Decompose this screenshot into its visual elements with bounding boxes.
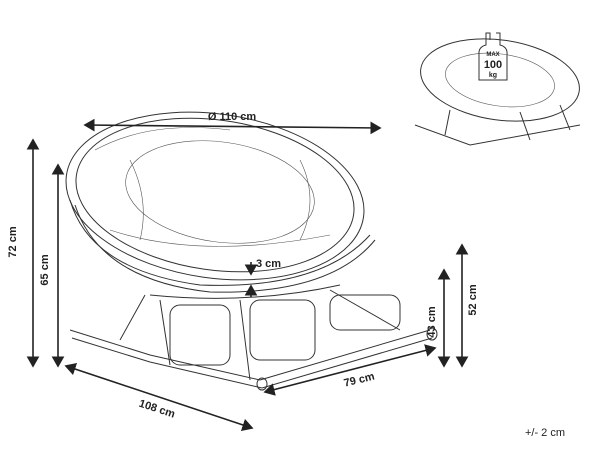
rocking-chair-drawing	[65, 111, 438, 391]
total-height-label: 72 cm	[7, 226, 19, 257]
armrest-height-label: 52 cm	[467, 284, 479, 315]
diameter-arrow	[83, 118, 382, 135]
weight-icon	[478, 32, 508, 81]
tolerance-label: +/- 2 cm	[525, 427, 565, 439]
depth-label: 79 cm	[343, 370, 376, 389]
length-arrow	[64, 362, 254, 432]
cushion-thickness-label: 3 cm	[256, 258, 281, 270]
weight-value-label: 100	[484, 59, 502, 71]
thumbnail-chair-drawing: MAX 100 kg	[414, 32, 581, 146]
depth-arrow	[263, 344, 437, 396]
diameter-label: Ø 110 cm	[208, 111, 257, 123]
weight-unit-label: kg	[489, 72, 497, 79]
seat-height-label: 43 cm	[426, 306, 438, 337]
weight-max-label: MAX	[486, 52, 499, 58]
seat-back-height-label: 65 cm	[39, 254, 51, 285]
